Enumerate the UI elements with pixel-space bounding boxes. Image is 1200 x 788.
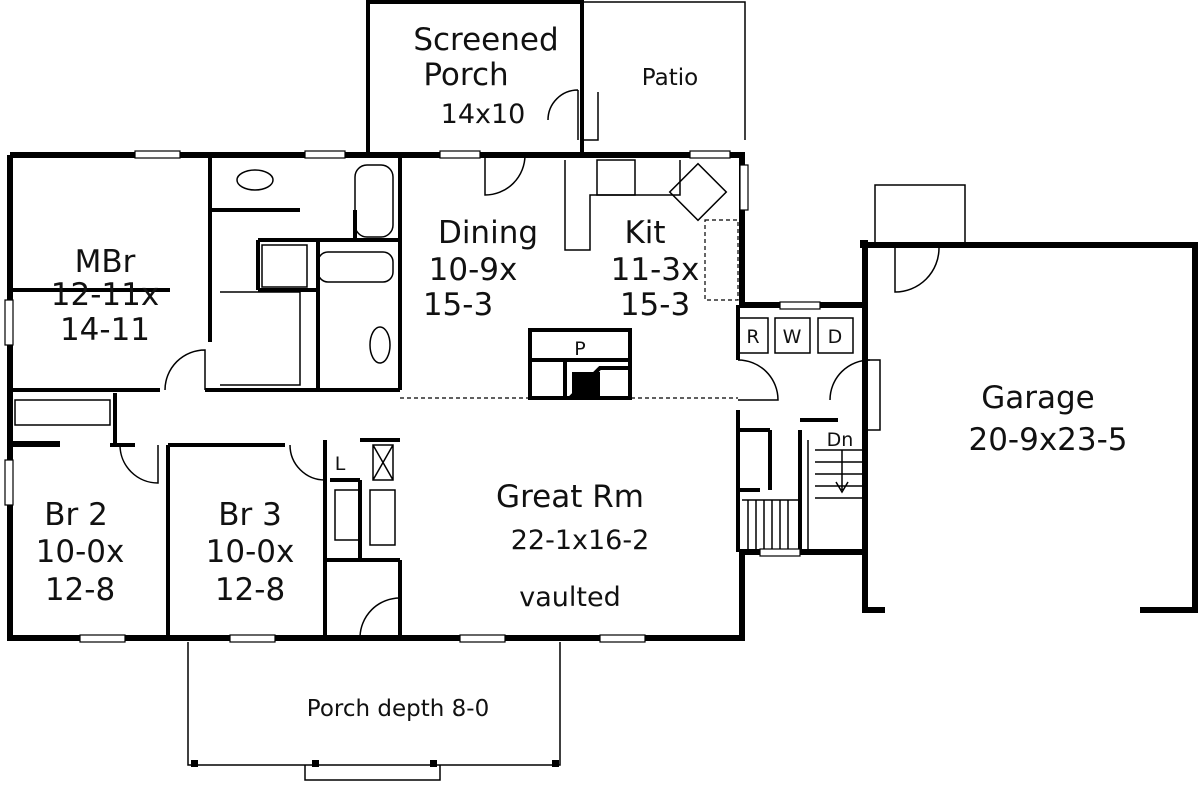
dining-label: Dining (438, 215, 538, 251)
bedroom3-label: Br 3 (218, 497, 282, 533)
dining-size-2: 15-3 (423, 287, 493, 323)
screened-porch-outline (366, 0, 746, 152)
front-porch-outline (187, 642, 561, 781)
great-room-label: Great Rm (496, 479, 644, 515)
bedroom2-size-2: 12-8 (45, 572, 115, 608)
dryer-label: D (828, 326, 843, 348)
great-room-size: 22-1x16-2 (511, 525, 650, 556)
front-porch-label: Porch depth 8-0 (307, 696, 489, 722)
master-bedroom-size-2: 14-11 (60, 312, 150, 348)
master-bedroom-label: MBr (75, 244, 136, 280)
great-room-note: vaulted (519, 582, 620, 613)
refrigerator-label: R (746, 326, 759, 348)
fireplace-label: P (574, 338, 585, 360)
stairs-down-label: Dn (827, 429, 854, 451)
bedroom3-size-2: 12-8 (215, 572, 285, 608)
garage-size: 20-9x23-5 (968, 422, 1127, 458)
kitchen-size-1: 11-3x (611, 252, 700, 288)
bedroom3-size-1: 10-0x (206, 534, 295, 570)
washer-label: W (783, 326, 802, 348)
screened-porch-label: Screened (413, 22, 558, 58)
dining-size-1: 10-9x (429, 252, 518, 288)
bedroom2-label: Br 2 (44, 497, 108, 533)
screened-porch-label-2: Porch (423, 57, 508, 93)
bedroom2-size-1: 10-0x (36, 534, 125, 570)
garage-label: Garage (981, 380, 1095, 416)
patio-label: Patio (642, 65, 698, 91)
kitchen-label: Kit (624, 215, 665, 251)
linen-closet-label: L (335, 453, 346, 475)
house-walls (4, 150, 871, 643)
screened-porch-size: 14x10 (441, 99, 526, 130)
master-bedroom-size-1: 12-11x (51, 277, 159, 313)
laundry-appliances (737, 317, 854, 354)
garage-walls (860, 184, 1198, 613)
kitchen-size-2: 15-3 (620, 287, 690, 323)
